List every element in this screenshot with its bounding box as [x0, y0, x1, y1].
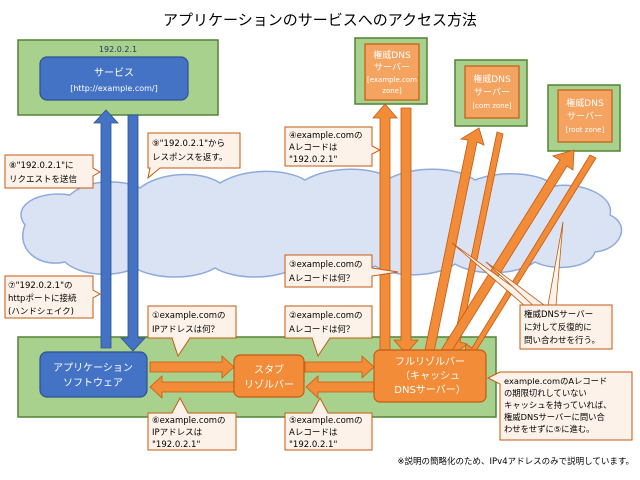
stub-resolver-l1: スタブ	[254, 363, 284, 376]
dns-root-l1: 権威DNS	[566, 97, 604, 109]
svg-text:⑨"192.0.2.1"から: ⑨"192.0.2.1"から	[152, 139, 225, 149]
dns-root-l3: [root zone]	[566, 126, 605, 134]
svg-text:"192.0.2.1": "192.0.2.1"	[289, 440, 337, 450]
full-resolver-box[interactable]	[373, 349, 487, 403]
svg-text:問い合わせを行う。: 問い合わせを行う。	[524, 335, 600, 346]
svg-text:に対して反復的に: に対して反復的に	[524, 322, 592, 333]
svg-text:IPアドレスは何？: IPアドレスは何？	[152, 324, 219, 335]
arrow-app-to-stub	[149, 355, 235, 379]
stub-resolver-box[interactable]	[233, 354, 305, 398]
note-step-4: ④example.comの Aレコードは "192.0.2.1"	[284, 126, 382, 167]
svg-text:⑧"192.0.2.1"に: ⑧"192.0.2.1"に	[9, 161, 74, 171]
arrow-stub-to-app	[149, 375, 235, 399]
svg-text:④example.comの: ④example.comの	[289, 131, 363, 141]
svg-text:権威DNSサーバー: 権威DNSサーバー	[524, 309, 593, 320]
server-ip: 192.0.2.1	[99, 45, 137, 54]
svg-text:Aレコードは何？: Aレコードは何？	[289, 324, 354, 335]
dns-com-l1: 権威DNS	[473, 73, 511, 85]
svg-text:(ハンドシェイク): (ハンドシェイク)	[8, 307, 74, 317]
arrow-orange-up-4	[372, 103, 398, 355]
note-step-8: ⑧"192.0.2.1"に リクエストを送信	[4, 154, 102, 189]
dns-example-zone: 権威DNS サーバー [example.com zone]	[354, 37, 428, 105]
stub-resolver-l2: リゾルバー	[244, 379, 294, 391]
dns-com-box[interactable]	[464, 65, 520, 119]
arrow-orange-com-up	[424, 127, 485, 353]
svg-text:リクエストを送信: リクエストを送信	[9, 174, 78, 185]
app-software-l1: アプリケーション	[53, 362, 133, 374]
app-software-box[interactable]	[39, 351, 148, 398]
full-resolver-l3: DNSサーバー）	[394, 384, 465, 396]
svg-text:"192.0.2.1": "192.0.2.1"	[152, 440, 200, 450]
svg-text:example.comのAレコード: example.comのAレコード	[504, 376, 607, 386]
dns-example-l3: [example.com	[367, 76, 417, 84]
note-step-1: ①example.comの IPアドレスは何？	[147, 305, 237, 358]
svg-text:レスポンスを返す。: レスポンスを返す。	[152, 152, 227, 163]
dns-example-l4: zone]	[382, 87, 402, 95]
internet-cloud	[20, 168, 623, 278]
arrow-orange-down-3	[393, 107, 419, 355]
svg-text:httpポートに接続: httpポートに接続	[8, 293, 77, 304]
dns-root-box[interactable]	[557, 89, 613, 143]
note-step-5: ⑤example.comの Aレコードは "192.0.2.1"	[284, 396, 373, 451]
dns-example-l2: サーバー	[374, 62, 410, 73]
arrow-stub-to-full	[304, 355, 375, 379]
svg-text:⑦"192.0.2.1"の: ⑦"192.0.2.1"の	[8, 281, 73, 291]
dns-root-zone: 権威DNS サーバー [root zone]	[547, 84, 621, 152]
svg-text:わせをせずに⑤に進む。: わせをせずに⑤に進む。	[504, 424, 594, 434]
note-cache: example.comのAレコード の期限切れしていない キャッシュを持っていれ…	[486, 371, 633, 441]
arrow-full-to-stub	[305, 375, 375, 399]
footnote: ※説明の簡略化のため、IPv4アドレスのみで説明しています。	[397, 456, 634, 467]
svg-text:②example.comの: ②example.comの	[289, 311, 363, 321]
note-step-7: ⑦"192.0.2.1"の httpポートに接続 (ハンドシェイク)	[4, 275, 102, 319]
note-step-3: ③example.comの Aレコードは何？	[284, 254, 399, 288]
svg-text:Aレコードは何？: Aレコードは何？	[289, 273, 354, 284]
service-name: サービス	[94, 67, 134, 79]
diagram-title: アプリケーションのサービスへのアクセス方法	[163, 11, 477, 29]
note-step-9: ⑨"192.0.2.1"から レスポンスを返す。	[147, 132, 241, 180]
svg-text:⑥example.comの: ⑥example.comの	[152, 416, 226, 426]
dns-example-box[interactable]	[364, 43, 420, 101]
svg-text:IPアドレスは: IPアドレスは	[152, 428, 203, 438]
dns-example-l1: 権威DNS	[373, 49, 411, 61]
service-box[interactable]	[39, 56, 189, 101]
dns-com-l3: [com zone]	[472, 102, 512, 110]
svg-text:Aレコードは: Aレコードは	[289, 428, 338, 438]
app-software-l2: ソフトウェア	[63, 377, 123, 389]
svg-text:Aレコードは: Aレコードは	[289, 143, 338, 153]
svg-text:キャッシュを持っていれば、: キャッシュを持っていれば、	[504, 400, 611, 410]
note-step-2: ②example.comの Aレコードは何？	[284, 305, 373, 358]
svg-text:①example.comの: ①example.comの	[152, 311, 226, 321]
svg-text:⑤example.comの: ⑤example.comの	[289, 416, 363, 426]
dns-root-l2: サーバー	[567, 111, 603, 122]
note-recursive-query: 権威DNSサーバー に対して反復的に 問い合わせを行う。	[451, 221, 613, 350]
arrow-orange-root-up	[439, 149, 575, 358]
full-resolver-l1: フルリゾルバー	[395, 356, 465, 368]
full-resolver-l2: （キャッシュ	[400, 370, 460, 382]
svg-text:"192.0.2.1": "192.0.2.1"	[289, 155, 337, 165]
arrow-blue-up	[93, 109, 119, 349]
dns-com-zone: 権威DNS サーバー [com zone]	[454, 59, 528, 127]
svg-text:権威DNSサーバーに問い合: 権威DNSサーバーに問い合	[504, 412, 605, 422]
note-step-6: ⑥example.comの IPアドレスは "192.0.2.1"	[147, 396, 237, 451]
arrow-blue-down	[120, 114, 146, 352]
svg-text:③example.comの: ③example.comの	[289, 260, 363, 270]
svg-text:の期限切れしていない: の期限切れしていない	[504, 388, 587, 398]
service-url: [http://example.com/]	[70, 84, 158, 93]
dns-com-l2: サーバー	[474, 87, 510, 98]
